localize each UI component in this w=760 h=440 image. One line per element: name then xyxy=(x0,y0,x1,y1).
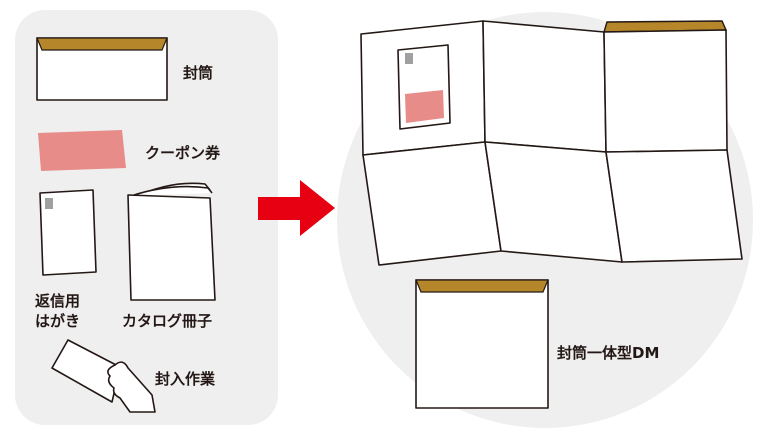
folded-dm-sheet xyxy=(360,20,743,266)
arrow-right-icon xyxy=(258,180,335,236)
integrated-envelope-illustration xyxy=(415,279,549,409)
envelope-illustration xyxy=(36,37,168,101)
integrated-dm-label: 封筒一体型DM xyxy=(557,344,659,362)
coupon-label: クーポン券 xyxy=(145,144,221,162)
hand-inserting-icon xyxy=(51,339,156,413)
reply-postcard-illustration xyxy=(39,189,97,276)
catalog-label: カタログ冊子 xyxy=(122,312,212,330)
enclosing-work-label: 封入作業 xyxy=(155,370,216,388)
reply-postcard-label-1: 返信用 xyxy=(35,292,80,310)
reply-postcard-label-2: はがき xyxy=(35,312,80,330)
catalog-booklet-illustration xyxy=(127,182,216,301)
envelope-label: 封筒 xyxy=(183,64,213,82)
coupon-illustration xyxy=(38,130,126,171)
